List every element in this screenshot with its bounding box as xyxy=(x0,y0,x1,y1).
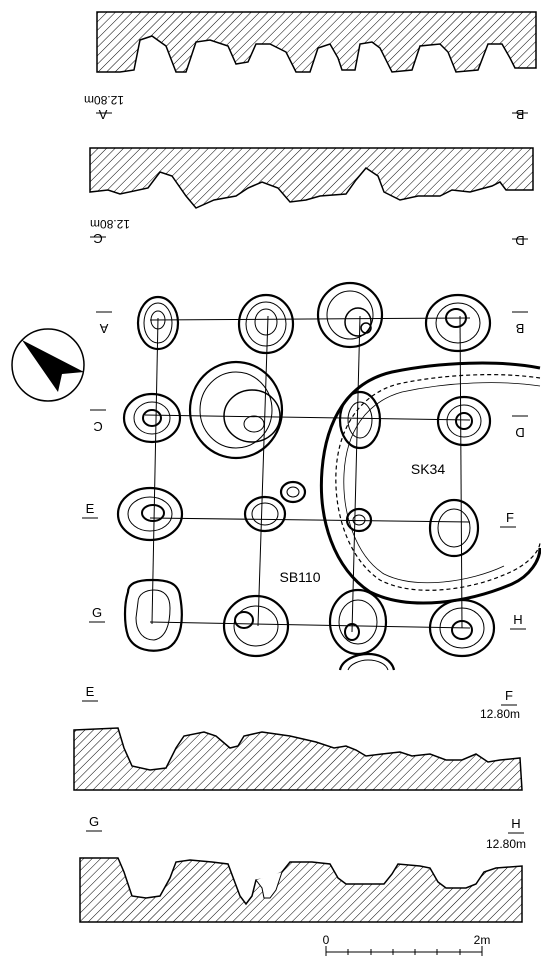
posthole-e1 xyxy=(116,486,184,542)
posthole-g2 xyxy=(222,594,290,658)
plan-label-g: G xyxy=(92,605,102,620)
plan-label-b: B xyxy=(516,321,525,336)
pit-sk34 xyxy=(319,361,541,605)
section-cd: C 12.80m D xyxy=(89,147,534,248)
posthole-g1 xyxy=(123,578,183,652)
section-cd-elevation: 12.80m xyxy=(90,217,130,231)
section-cd-soil xyxy=(89,147,534,209)
section-gh-elevation: 12.80m xyxy=(486,837,526,851)
scale-end-label: 2m xyxy=(474,933,491,947)
section-ab-elevation: 12.80m xyxy=(84,93,124,107)
posthole-e4 xyxy=(428,498,480,558)
plan-label-f: F xyxy=(506,510,514,525)
section-ef-left-label: E xyxy=(86,684,95,699)
section-ab-left-label: A xyxy=(98,107,107,122)
section-ef-right-label: F xyxy=(505,688,513,703)
posthole-g3 xyxy=(328,588,388,656)
section-ef-soil xyxy=(73,727,523,791)
plan-label-c: C xyxy=(93,419,102,434)
section-ab: A 12.80m B xyxy=(84,11,537,122)
posthole-large-c2 xyxy=(188,360,284,460)
posthole-a4 xyxy=(424,293,492,353)
posthole-a2 xyxy=(237,293,295,355)
posthole-a3 xyxy=(316,281,384,349)
plan-label-d: D xyxy=(515,425,524,440)
section-gh-right-label: H xyxy=(511,816,520,831)
scale-start-label: 0 xyxy=(323,933,330,947)
plan-view: A B C D E F G H SB110 SK34 xyxy=(82,281,541,671)
scale-bar: 0 2m xyxy=(323,933,491,956)
posthole-small xyxy=(279,480,307,504)
posthole-a1 xyxy=(136,295,180,351)
section-gh: G H 12.80m xyxy=(79,814,526,923)
plan-label-e: E xyxy=(86,501,95,516)
section-ab-soil xyxy=(96,11,537,73)
section-cd-left-label: C xyxy=(93,231,102,246)
pit-label: SK34 xyxy=(411,461,445,477)
posthole-c3 xyxy=(338,390,382,450)
posthole-partial xyxy=(338,652,396,671)
posthole-e2 xyxy=(243,495,287,533)
section-gh-cut xyxy=(255,871,283,899)
posthole-c1 xyxy=(122,392,182,444)
posthole-e3 xyxy=(345,507,373,533)
posthole-g4 xyxy=(428,598,496,658)
posthole-c4 xyxy=(436,395,492,447)
section-gh-left-label: G xyxy=(89,814,99,829)
building-label: SB110 xyxy=(280,569,321,585)
section-cd-right-label: D xyxy=(515,233,524,248)
section-gh-soil xyxy=(79,857,523,923)
section-ef: E F 12.80m xyxy=(73,684,523,791)
section-ef-elevation: 12.80m xyxy=(480,707,520,721)
building-grid xyxy=(144,315,471,633)
plan-label-a: A xyxy=(99,321,108,336)
north-arrow-icon xyxy=(11,328,85,402)
section-ab-right-label: B xyxy=(516,107,525,122)
plan-label-h: H xyxy=(513,612,522,627)
